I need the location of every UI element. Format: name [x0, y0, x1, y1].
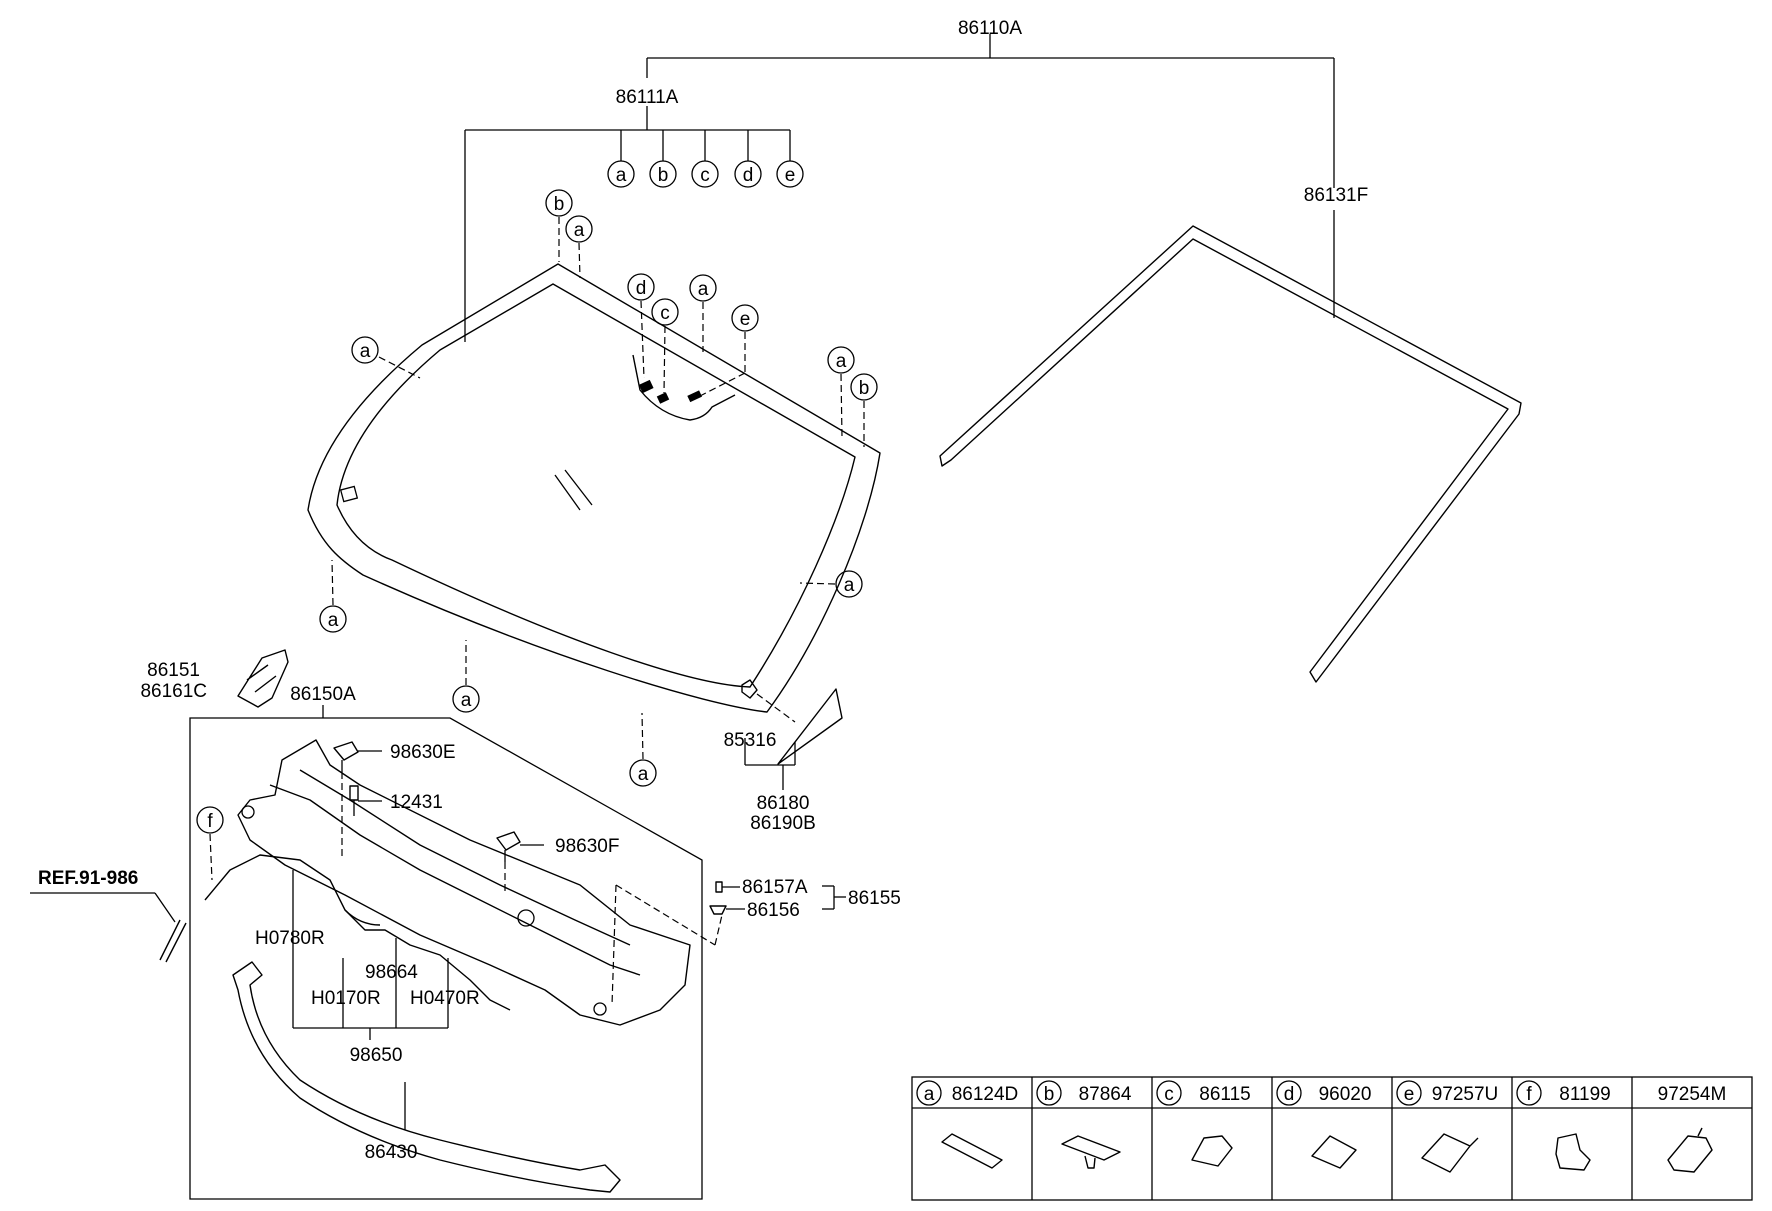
callout-a-bottom: a	[461, 690, 472, 711]
legend-part-97254M: 97254M	[1658, 1084, 1727, 1105]
label-86156: 86156	[747, 900, 800, 921]
label-86161C: 86161C	[140, 681, 207, 702]
assembly-tree-lines	[464, 34, 1335, 342]
label-86155: 86155	[848, 888, 901, 909]
legend-letter-e: e	[1404, 1084, 1415, 1105]
callout-d: d	[636, 278, 647, 299]
callout-a-top: a	[574, 220, 585, 241]
a-pillar-trim	[741, 679, 843, 766]
cowl-assembly-box	[189, 717, 703, 1200]
legend-cell-d: d 96020	[1276, 1080, 1372, 1169]
legend-letter-b: b	[1044, 1084, 1055, 1105]
label-98630E: 98630E	[390, 742, 456, 763]
circle-e: e	[785, 165, 796, 186]
callout-b-top: b	[554, 194, 565, 215]
callout-a-lower-left: a	[328, 610, 339, 631]
cowl-clips	[611, 881, 846, 1006]
label-86151: 86151	[147, 660, 200, 681]
legend-letter-d: d	[1284, 1084, 1295, 1105]
label-86131F: 86131F	[1304, 185, 1368, 206]
label-98630F: 98630F	[555, 836, 619, 857]
callout-a-right: a	[836, 351, 847, 372]
cowl-weatherstrip	[232, 961, 621, 1193]
label-98664: 98664	[365, 962, 418, 983]
label-H0470R: H0470R	[410, 988, 480, 1009]
legend-cell-97254M: 97254M	[1658, 1084, 1727, 1173]
legend-part-96020: 96020	[1319, 1084, 1372, 1105]
legend-cell-a: a 86124D	[916, 1080, 1019, 1169]
legend-table: a 86124D b 87864 c 86115 d 96020 e 97257…	[911, 1076, 1753, 1201]
callout-a-left: a	[360, 341, 371, 362]
label-H0780R: H0780R	[255, 928, 325, 949]
legend-cell-f: f 81199	[1516, 1080, 1611, 1171]
label-86180: 86180	[757, 793, 810, 814]
label-12431: 12431	[390, 792, 443, 813]
kit-letter-circles: a b c d e	[607, 160, 804, 188]
glass-callouts: b a d c a e a a b a a a a	[319, 189, 878, 787]
label-H0170R: H0170R	[311, 988, 381, 1009]
washer-hose-ref	[159, 919, 187, 963]
label-86430: 86430	[365, 1142, 418, 1163]
legend-letter-f: f	[1526, 1084, 1532, 1105]
callout-a-lower: a	[638, 764, 649, 785]
cowl-top-panel	[237, 739, 691, 1026]
label-86190B: 86190B	[750, 813, 816, 834]
callout-e: e	[740, 309, 751, 330]
label-86157A: 86157A	[742, 877, 808, 898]
circle-a: a	[616, 165, 627, 186]
legend-cell-b: b 87864	[1036, 1080, 1132, 1169]
legend-letter-a: a	[924, 1084, 935, 1105]
legend-cell-e: e 97257U	[1396, 1080, 1499, 1173]
cowl-side-bracket	[237, 649, 289, 708]
washer-hoses	[204, 854, 511, 1040]
label-98650: 98650	[350, 1045, 403, 1066]
legend-part-87864: 87864	[1079, 1084, 1132, 1105]
circle-b: b	[658, 165, 669, 186]
callout-a-side: a	[844, 575, 855, 596]
label-86110A: 86110A	[958, 18, 1022, 39]
circle-d: d	[743, 165, 754, 186]
legend-letter-c: c	[1164, 1084, 1174, 1105]
callout-a-sensor: a	[698, 279, 709, 300]
windshield-glass	[307, 263, 881, 713]
legend-part-86124D: 86124D	[952, 1084, 1019, 1105]
label-86150A: 86150A	[290, 684, 356, 705]
legend-part-86115: 86115	[1199, 1084, 1250, 1105]
label-86111A: 86111A	[616, 87, 679, 108]
legend-part-81199: 81199	[1559, 1084, 1610, 1105]
label-85316: 85316	[724, 730, 777, 751]
legend-part-97257U: 97257U	[1432, 1084, 1499, 1105]
windshield-moulding	[939, 225, 1522, 683]
circle-c: c	[700, 165, 710, 186]
callout-c: c	[660, 303, 670, 324]
callout-f: f	[207, 811, 213, 832]
label-ref-91-986: REF.91-986	[38, 868, 138, 889]
callout-b-right: b	[859, 378, 870, 399]
legend-cell-c: c 86115	[1156, 1080, 1251, 1167]
washer-nozzles	[333, 741, 544, 893]
